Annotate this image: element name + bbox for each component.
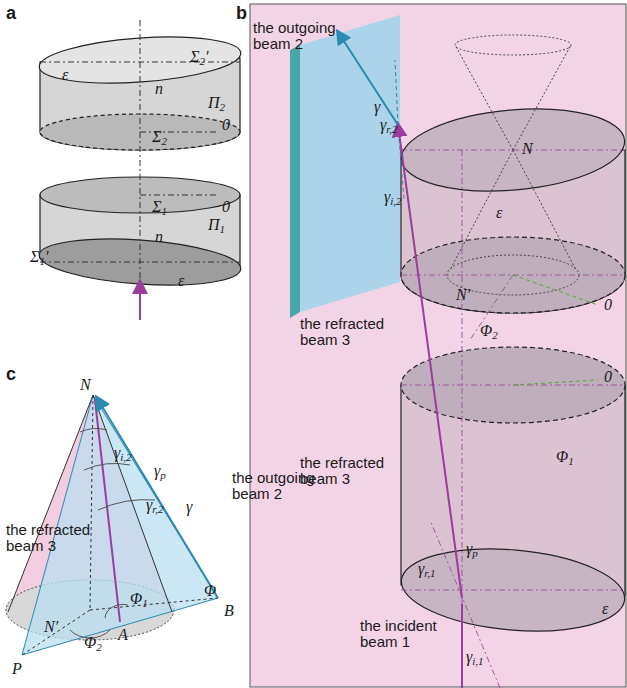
beam-label: the outgoing beam 2 xyxy=(232,470,322,502)
beam-label: the outgoing beam 2 xyxy=(253,20,363,52)
symbol-label: ε xyxy=(602,600,608,618)
symbol-label: N′ xyxy=(456,286,470,304)
symbol-label: Π1 xyxy=(208,216,225,235)
symbol-label: 0 xyxy=(604,296,612,314)
symbol-label: 0 xyxy=(604,368,612,386)
symbol-label: n xyxy=(155,228,163,246)
symbol-label: 0 xyxy=(222,116,230,134)
symbol-label: B xyxy=(224,602,234,620)
symbol-label: γp xyxy=(466,540,478,559)
symbol-label: γ xyxy=(374,98,380,116)
symbol-label: γr,2 xyxy=(146,496,164,515)
symbol-label: Φ2 xyxy=(480,322,498,341)
symbol-label: Φ1 xyxy=(556,448,574,467)
symbol-label: N xyxy=(80,376,91,394)
symbol-label: ε xyxy=(62,66,68,84)
symbol-label: γi,2 xyxy=(384,188,402,207)
beam-label: the incident beam 1 xyxy=(360,618,452,650)
symbol-label: γi,1 xyxy=(466,648,484,667)
symbol-label: Σ1 xyxy=(152,198,167,217)
symbol-label: 0 xyxy=(222,198,230,216)
symbol-label: γ xyxy=(186,498,192,516)
symbol-label: Φ1 xyxy=(130,590,148,609)
symbol-label: Σ1′ xyxy=(30,248,49,267)
symbol-label: Σ2′ xyxy=(190,48,209,67)
beam-label: the refracted beam 3 xyxy=(6,522,94,554)
symbol-label: γr,2 xyxy=(380,116,398,135)
symbol-label: P xyxy=(12,660,22,678)
symbol-label: Φ2 xyxy=(84,634,102,653)
symbol-label: γp xyxy=(154,462,166,481)
symbol-label: N′ xyxy=(44,618,58,636)
symbol-label: N xyxy=(522,140,533,158)
symbol-label: γi,2 xyxy=(114,444,132,463)
symbol-label: n xyxy=(155,80,163,98)
beam-label: the refracted beam 3 xyxy=(300,455,398,487)
symbol-label: A xyxy=(118,626,128,644)
panel-letter: a xyxy=(6,4,16,24)
symbol-label: Π2 xyxy=(208,94,225,113)
symbol-label: ε xyxy=(496,204,502,222)
panel-letter: b xyxy=(236,4,247,24)
beam-label: the refracted beam 3 xyxy=(300,316,398,348)
panel-letter: c xyxy=(6,365,16,385)
symbol-label: Σ2 xyxy=(152,128,167,147)
symbol-label: Φ xyxy=(204,582,216,600)
symbol-label: γr,1 xyxy=(418,560,436,579)
symbol-label: ε xyxy=(178,272,184,290)
